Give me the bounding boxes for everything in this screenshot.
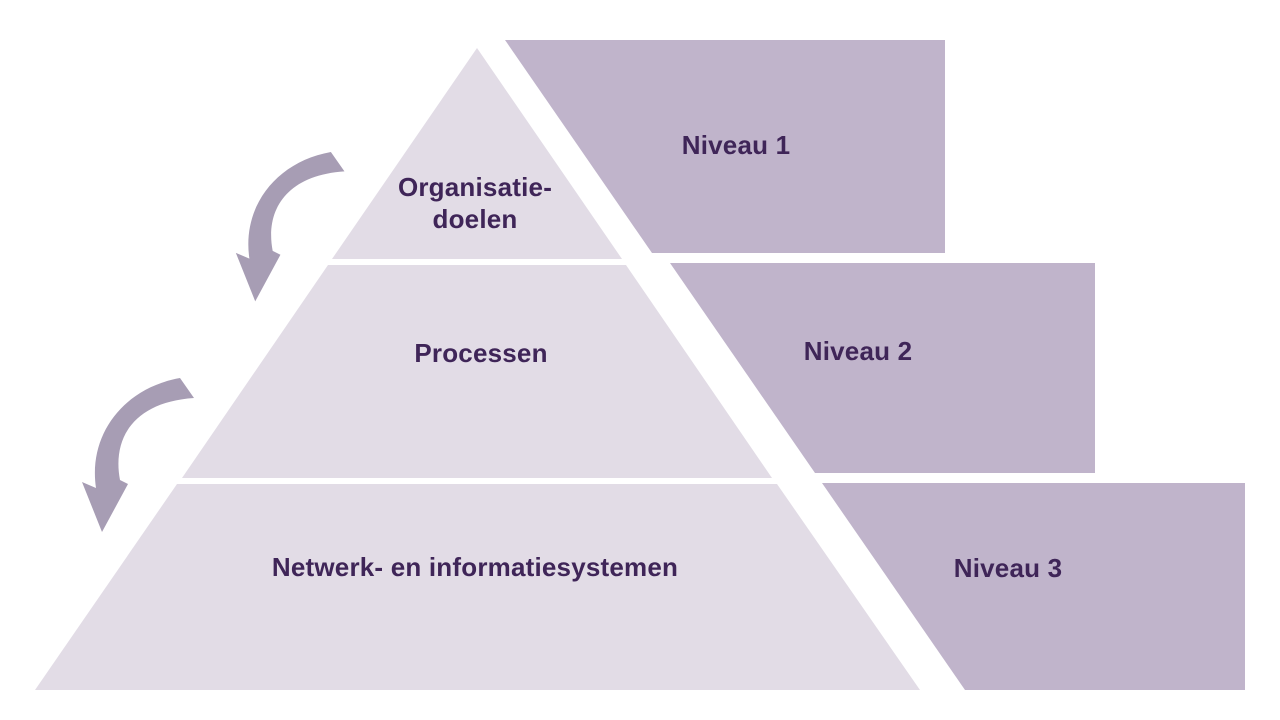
niveau-3-label: Niveau 3 [953, 553, 1063, 583]
pyramid-middle-section [182, 265, 772, 478]
pyramid-bottom-section [35, 484, 920, 690]
niveau-2-label: Niveau 2 [803, 336, 913, 366]
pyramid-label-netwerk-informatiesystemen: Netwerk- en informatiesystemen [271, 552, 679, 582]
niveau-2-block [670, 263, 1095, 473]
pyramid-label-organisatiedoelen: Organisatie- doelen [397, 172, 553, 234]
pyramid-top-section [332, 48, 622, 259]
niveau-1-block [505, 40, 945, 253]
niveau-1-label: Niveau 1 [681, 130, 791, 160]
niveau-3-block [822, 483, 1245, 690]
pyramid-label-processen: Processen [414, 338, 548, 368]
